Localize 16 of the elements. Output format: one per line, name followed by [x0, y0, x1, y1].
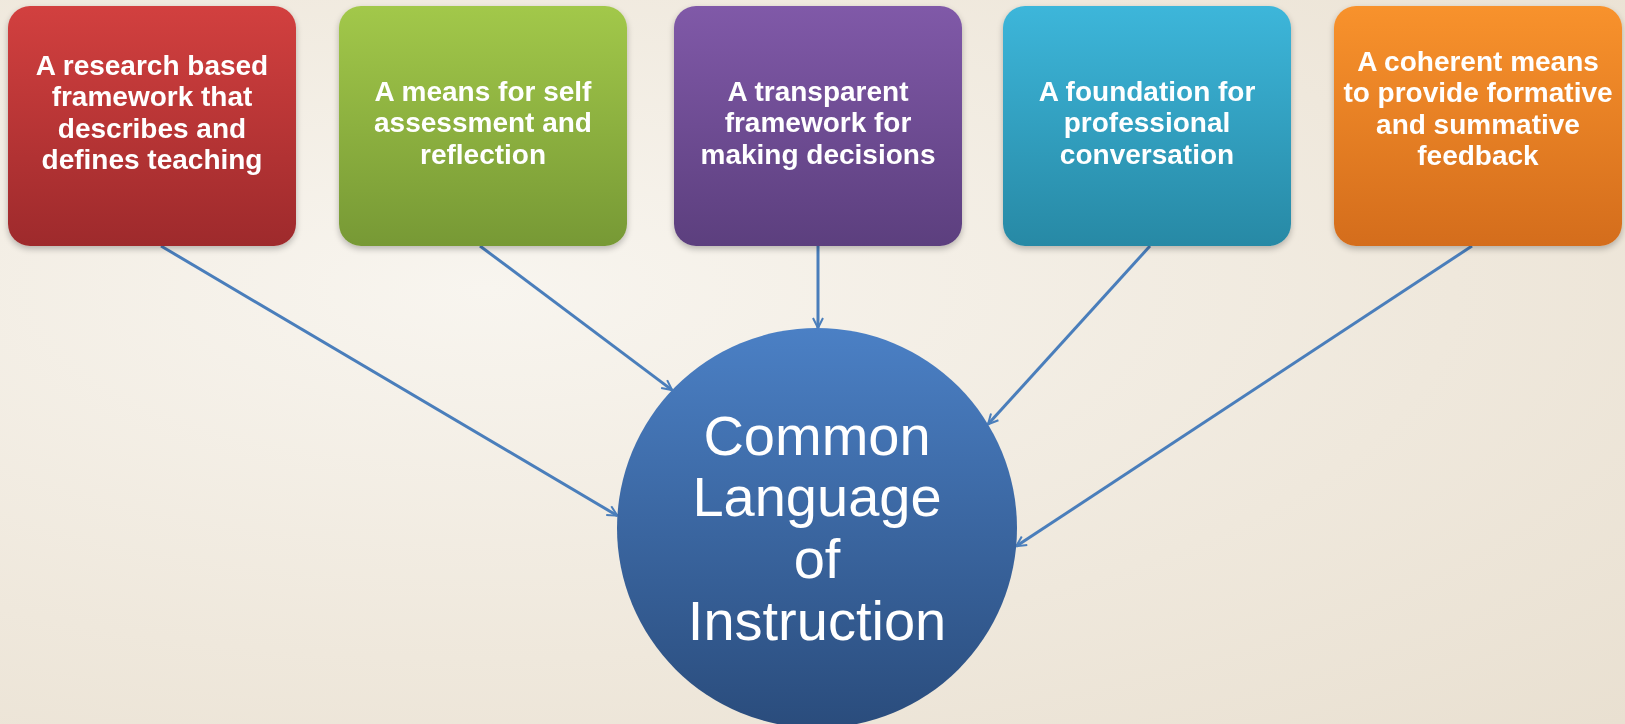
- box-text: A research based framework that describes and defines teaching: [34, 50, 270, 176]
- concept-box: [339, 6, 627, 246]
- concept-box: [674, 6, 962, 246]
- box-text: A means for self assessment and reflection: [373, 76, 593, 171]
- box-text: A transparent framework for making decisions: [699, 76, 937, 171]
- arrow: [160, 244, 619, 517]
- arrow: [1015, 244, 1473, 548]
- arrow: [479, 244, 674, 392]
- box-text: A coherent means to provide formative and summative feedback: [1342, 46, 1614, 172]
- concept-box: [1334, 6, 1622, 246]
- arrow: [986, 245, 1152, 426]
- arrow: [812, 246, 824, 329]
- concept-box: [8, 6, 296, 246]
- box-text: A foundation for professional conversation: [1037, 76, 1257, 171]
- circle-title: Common Language of Instruction: [686, 404, 948, 652]
- concept-box: [1003, 6, 1291, 246]
